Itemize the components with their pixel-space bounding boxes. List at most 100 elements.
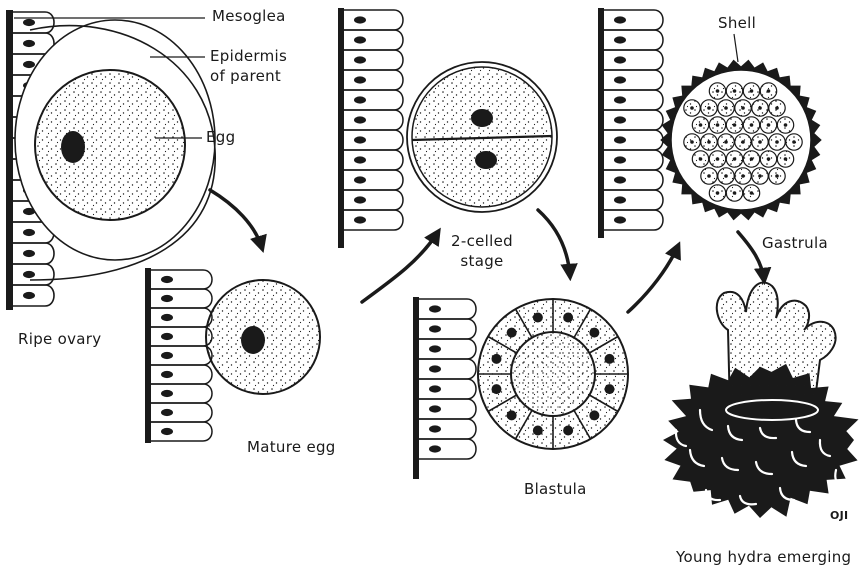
cell-nucleus xyxy=(733,191,737,195)
cell-nucleus xyxy=(758,106,762,110)
cell-nucleus xyxy=(354,196,366,203)
cell-nucleus xyxy=(161,428,173,435)
cell-nucleus xyxy=(614,96,626,103)
epidermal-cell xyxy=(151,346,212,365)
epidermal-cell xyxy=(344,130,403,150)
epidermal-cell xyxy=(344,90,403,110)
epidermal-cell xyxy=(344,70,403,90)
cell-nucleus xyxy=(614,136,626,143)
cell-nucleus xyxy=(429,365,441,372)
arrow-blastula-to-gastrula xyxy=(628,246,678,312)
cell-nucleus xyxy=(690,106,694,110)
arrow-gastrula-to-hydra xyxy=(738,232,764,280)
epidermal-cell xyxy=(419,399,476,419)
label-mesoglea: Mesoglea xyxy=(212,7,286,25)
label-gastrula: Gastrula xyxy=(762,234,828,252)
cell-nucleus xyxy=(354,56,366,63)
cell-nucleus xyxy=(23,61,35,68)
cell-nucleus xyxy=(741,106,745,110)
epidermal-cell xyxy=(419,339,476,359)
epidermal-cell xyxy=(344,50,403,70)
epidermal-cell xyxy=(419,439,476,459)
mesoglea-bar xyxy=(598,8,604,238)
blastocoel xyxy=(511,332,595,416)
cell-nucleus xyxy=(589,410,599,420)
cell-nucleus xyxy=(614,176,626,183)
cell-nucleus xyxy=(775,106,779,110)
label-blastula: Blastula xyxy=(524,480,587,498)
epidermal-cell xyxy=(151,270,212,289)
egg-circle xyxy=(35,70,185,220)
epidermal-cell xyxy=(419,419,476,439)
cell-nucleus xyxy=(767,123,771,127)
cell-nucleus xyxy=(491,384,501,394)
epidermal-cell xyxy=(151,365,212,384)
cell-nucleus xyxy=(491,354,501,364)
cell-nucleus xyxy=(23,40,35,47)
cell-nucleus xyxy=(23,19,35,26)
epidermal-cell xyxy=(344,110,403,130)
epidermal-cell xyxy=(604,210,663,230)
cell-nucleus xyxy=(429,405,441,412)
cell-nucleus xyxy=(23,229,35,236)
cell-nucleus xyxy=(563,426,573,436)
cell-nucleus xyxy=(724,174,728,178)
cell-nucleus xyxy=(707,174,711,178)
epidermal-cell xyxy=(419,379,476,399)
epidermal-cell xyxy=(151,308,212,327)
cell-nucleus xyxy=(161,333,173,340)
epidermal-cell xyxy=(344,210,403,230)
cell-nucleus xyxy=(716,157,720,161)
mesoglea-bar xyxy=(338,8,344,248)
cell-nucleus xyxy=(429,345,441,352)
cell-nucleus xyxy=(733,123,737,127)
ripe-ovary-panel xyxy=(6,10,215,310)
label-shell: Shell xyxy=(718,14,756,32)
epidermal-cells xyxy=(151,270,212,441)
cell-nucleus xyxy=(533,426,543,436)
epidermal-cells xyxy=(344,10,403,230)
cell-nucleus xyxy=(23,250,35,257)
epidermal-cell xyxy=(151,422,212,441)
epidermal-cell xyxy=(604,170,663,190)
cell-nucleus xyxy=(775,174,779,178)
cell-nucleus xyxy=(614,116,626,123)
egg-nucleus xyxy=(61,131,85,163)
cell-nucleus xyxy=(733,89,737,93)
epidermal-cell xyxy=(604,150,663,170)
label-stage: stage xyxy=(442,252,522,270)
cell-nucleus xyxy=(792,140,796,144)
cell-nucleus xyxy=(429,325,441,332)
epidermal-cell xyxy=(419,359,476,379)
gastrula-panel xyxy=(598,8,821,238)
cell-nucleus xyxy=(354,76,366,83)
cell-nucleus xyxy=(784,157,788,161)
cell-nucleus xyxy=(605,354,615,364)
epidermal-cell xyxy=(344,170,403,190)
cell-nucleus xyxy=(716,123,720,127)
cell-nucleus xyxy=(707,106,711,110)
epidermal-cell xyxy=(419,319,476,339)
cell-nucleus xyxy=(589,328,599,338)
cell-nucleus xyxy=(614,56,626,63)
cell-nucleus xyxy=(741,140,745,144)
cell-nucleus xyxy=(161,371,173,378)
label-ripe-ovary: Ripe ovary xyxy=(18,330,101,348)
shell-pointer xyxy=(734,34,738,62)
cell-nucleus xyxy=(507,328,517,338)
epidermal-cell xyxy=(604,70,663,90)
cell-nucleus xyxy=(724,106,728,110)
cell-nucleus xyxy=(533,312,543,322)
epidermal-cell xyxy=(604,10,663,30)
cell-nucleus xyxy=(767,157,771,161)
mature-egg-panel xyxy=(145,268,320,443)
epidermal-cells xyxy=(604,10,663,230)
cell-nucleus xyxy=(614,156,626,163)
epidermal-cell xyxy=(151,384,212,403)
mature-egg-nucleus xyxy=(241,326,265,354)
artist-signature: OJI xyxy=(830,507,848,525)
cell-nucleus xyxy=(724,140,728,144)
cell-nucleus xyxy=(354,216,366,223)
cell-nucleus xyxy=(750,157,754,161)
